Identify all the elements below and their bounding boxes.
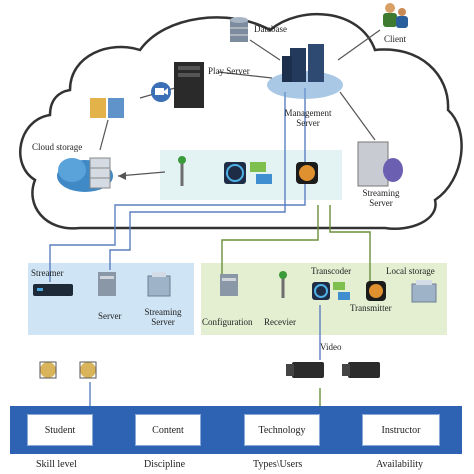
transcoder-arrows-icon xyxy=(333,282,350,300)
local-storage-icon xyxy=(411,280,437,303)
receiver-antenna-icon xyxy=(279,271,287,298)
box-student: Student xyxy=(27,414,93,446)
streaming-server-icon xyxy=(357,141,403,187)
label-transmitter: Transmitter xyxy=(350,303,392,313)
arrowhead xyxy=(118,172,126,180)
arrow-mgmt-to-client xyxy=(337,29,381,61)
arrow-mgmt-to-streaming xyxy=(339,91,376,141)
client-icon xyxy=(383,3,408,28)
video-camera-icon xyxy=(151,82,171,102)
label-client: Client xyxy=(384,34,406,44)
label-database: Database xyxy=(254,24,287,34)
media-format-icons xyxy=(90,98,124,118)
arrow-mgmt-to-play xyxy=(217,71,273,79)
label-streaming-server: Streaming Server xyxy=(362,188,400,208)
label-receiver: Recevier xyxy=(264,317,296,327)
label-cloud-storage: Cloud storage xyxy=(32,142,83,152)
link-server-cloud xyxy=(109,92,286,270)
link-transmitter-to-stream xyxy=(329,205,371,285)
arrow-formats-to-storage xyxy=(99,119,109,151)
play-server-icon xyxy=(174,62,204,108)
label-transcoder: Transcoder xyxy=(311,266,352,276)
link-edge-to-management xyxy=(221,205,319,290)
management-server-icon xyxy=(267,44,343,99)
label-play-server: Play Server xyxy=(208,66,250,76)
database-icon xyxy=(230,17,248,42)
label-configuration: Configuration xyxy=(202,317,253,327)
link-streamer-cloud xyxy=(49,88,306,282)
cloud-storage-icon xyxy=(57,157,113,192)
streaming-server-edge-icon xyxy=(147,272,171,297)
label-video: Video xyxy=(320,342,342,352)
hd-display-icon xyxy=(224,162,246,184)
footer-skill-level: Skill level xyxy=(36,459,77,470)
arrow-mgmt-to-db xyxy=(249,39,281,61)
label-streamer: Streamer xyxy=(31,268,64,278)
footer-discipline: Discipline xyxy=(144,459,186,470)
server-icon xyxy=(98,272,116,296)
antenna-icon xyxy=(178,156,186,186)
label-local-storage: Local storage xyxy=(386,266,435,276)
camera-icon-right xyxy=(79,361,97,379)
label-management-server: Management Server xyxy=(284,108,332,128)
transcode-icon xyxy=(250,162,272,184)
hc-logo-icon xyxy=(296,162,318,184)
label-streaming-server-edge: Streaming Server xyxy=(144,307,182,327)
footer-types-users: Types\Users xyxy=(253,459,303,470)
video-camera-right xyxy=(342,362,380,378)
configuration-icon xyxy=(220,274,238,296)
label-server: Server xyxy=(98,311,122,321)
camera-icon-left xyxy=(39,361,57,379)
footer-availability: Availability xyxy=(376,459,424,470)
video-camera-left xyxy=(286,362,324,378)
box-technology: Technology xyxy=(244,414,320,446)
transmitter-icon xyxy=(366,281,386,301)
box-content: Content xyxy=(135,414,201,446)
streamer-icon xyxy=(33,284,73,296)
box-instructor: Instructor xyxy=(362,414,440,446)
transcoder-display-icon xyxy=(312,282,330,300)
